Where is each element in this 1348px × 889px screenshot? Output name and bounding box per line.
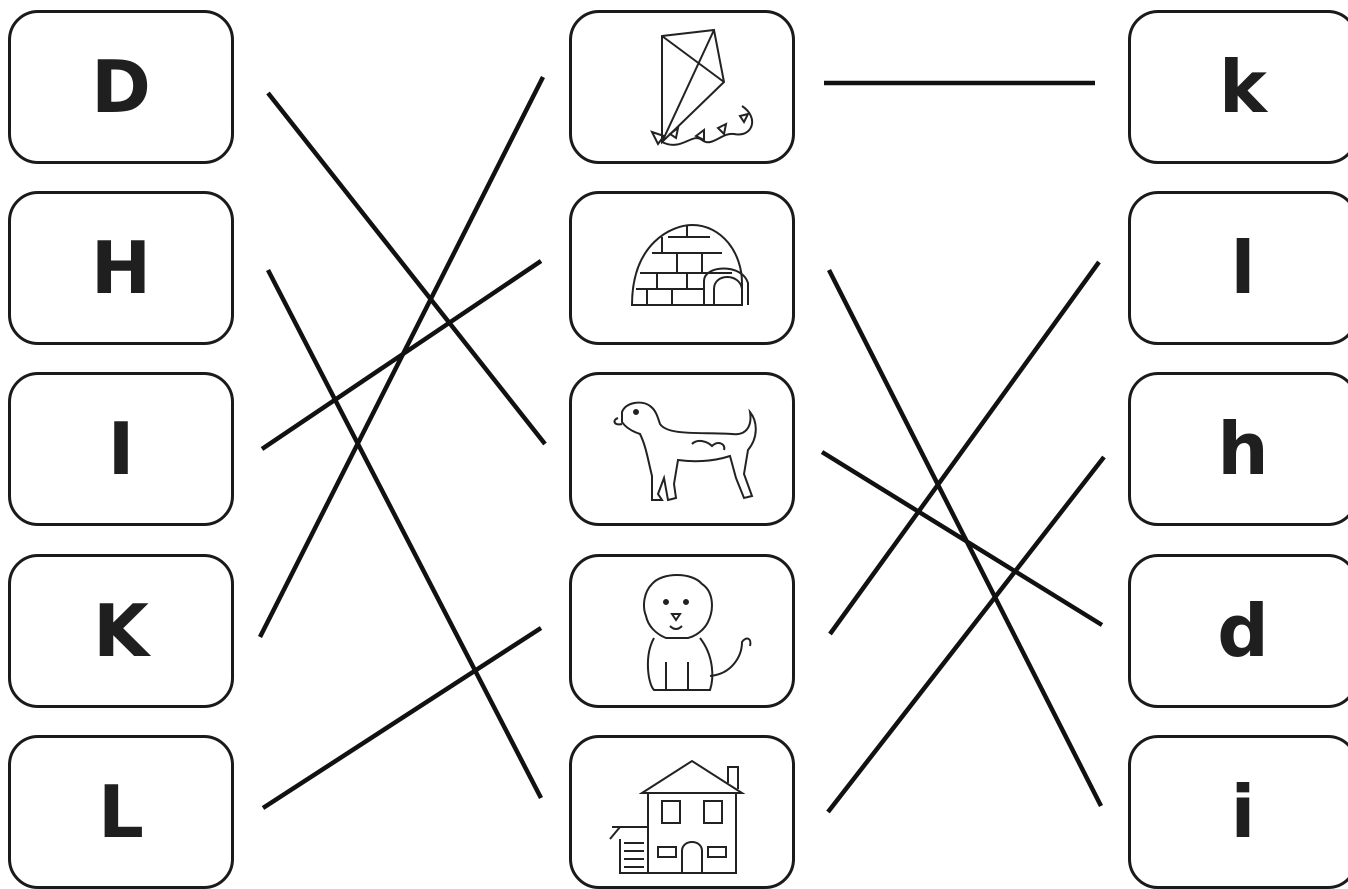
- small-letter: l: [1230, 226, 1256, 310]
- line-house-h: [826, 455, 1106, 814]
- kite-icon: [650, 28, 754, 146]
- picture-card-dog[interactable]: [569, 372, 795, 526]
- capital-letter-card-L[interactable]: L: [8, 735, 234, 889]
- capital-letter: D: [91, 45, 151, 129]
- line-D-dog: [266, 91, 547, 446]
- lion-icon: [643, 574, 752, 691]
- small-letter-card-i[interactable]: i: [1128, 735, 1348, 889]
- line-dog-d: [820, 450, 1104, 627]
- line-L-lion: [261, 626, 543, 810]
- dog-icon: [613, 401, 757, 502]
- picture-card-igloo[interactable]: [569, 191, 795, 345]
- line-K-kite: [257, 75, 546, 639]
- picture-card-lion[interactable]: [569, 554, 795, 708]
- capital-letter: I: [107, 407, 135, 491]
- picture-card-kite[interactable]: [569, 10, 795, 164]
- house-icon: [609, 759, 746, 874]
- small-letter-card-h[interactable]: h: [1128, 372, 1348, 526]
- picture-card-house[interactable]: [569, 735, 795, 889]
- capital-letter-card-K[interactable]: K: [8, 554, 234, 708]
- small-letter: k: [1219, 45, 1267, 129]
- small-letter-card-l[interactable]: l: [1128, 191, 1348, 345]
- capital-letter: L: [98, 770, 144, 854]
- capital-letter: H: [90, 226, 152, 310]
- small-letter: d: [1217, 589, 1269, 673]
- capital-letter-card-I[interactable]: I: [8, 372, 234, 526]
- small-letter: h: [1217, 407, 1269, 491]
- line-H-house: [266, 268, 543, 800]
- small-letter: i: [1230, 770, 1256, 854]
- capital-letter-card-H[interactable]: H: [8, 191, 234, 345]
- igloo-icon: [630, 223, 749, 306]
- small-letter-card-k[interactable]: k: [1128, 10, 1348, 164]
- capital-letter: K: [93, 589, 149, 673]
- small-letter-card-d[interactable]: d: [1128, 554, 1348, 708]
- capital-letter-card-D[interactable]: D: [8, 10, 234, 164]
- line-lion-l: [828, 260, 1101, 636]
